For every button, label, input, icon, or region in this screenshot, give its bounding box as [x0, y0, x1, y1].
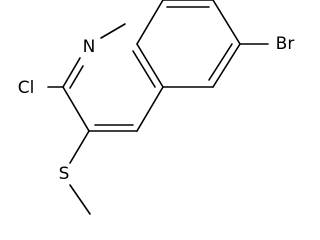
atom-label-chlorine: Cl: [18, 78, 35, 98]
bond-c6-c5-inner: [208, 43, 233, 81]
bond-s-ch3: [69, 184, 91, 215]
bond-c7-c6: [212, 0, 241, 45]
bond-n1-c8a: [100, 23, 126, 39]
atom-label-bromine: Br: [276, 34, 295, 54]
bond-c8a-c8: [136, 0, 164, 45]
molecule-structure-diagram: N Cl Br S: [18, 0, 295, 215]
bond-n1-c2: [62, 57, 81, 88]
bond-c4-c4a: [136, 86, 164, 132]
bond-c4a-c8a-inner: [132, 50, 156, 88]
atom-label-nitrogen: N: [83, 37, 96, 57]
bond-n1-c2-inner: [69, 65, 84, 89]
bond-c4a-c8a: [136, 43, 164, 88]
atom-label-sulfur: S: [59, 164, 70, 184]
bond-c3-s: [69, 130, 90, 164]
bond-c6-c5: [212, 43, 241, 88]
bond-c2-c3: [62, 86, 90, 132]
